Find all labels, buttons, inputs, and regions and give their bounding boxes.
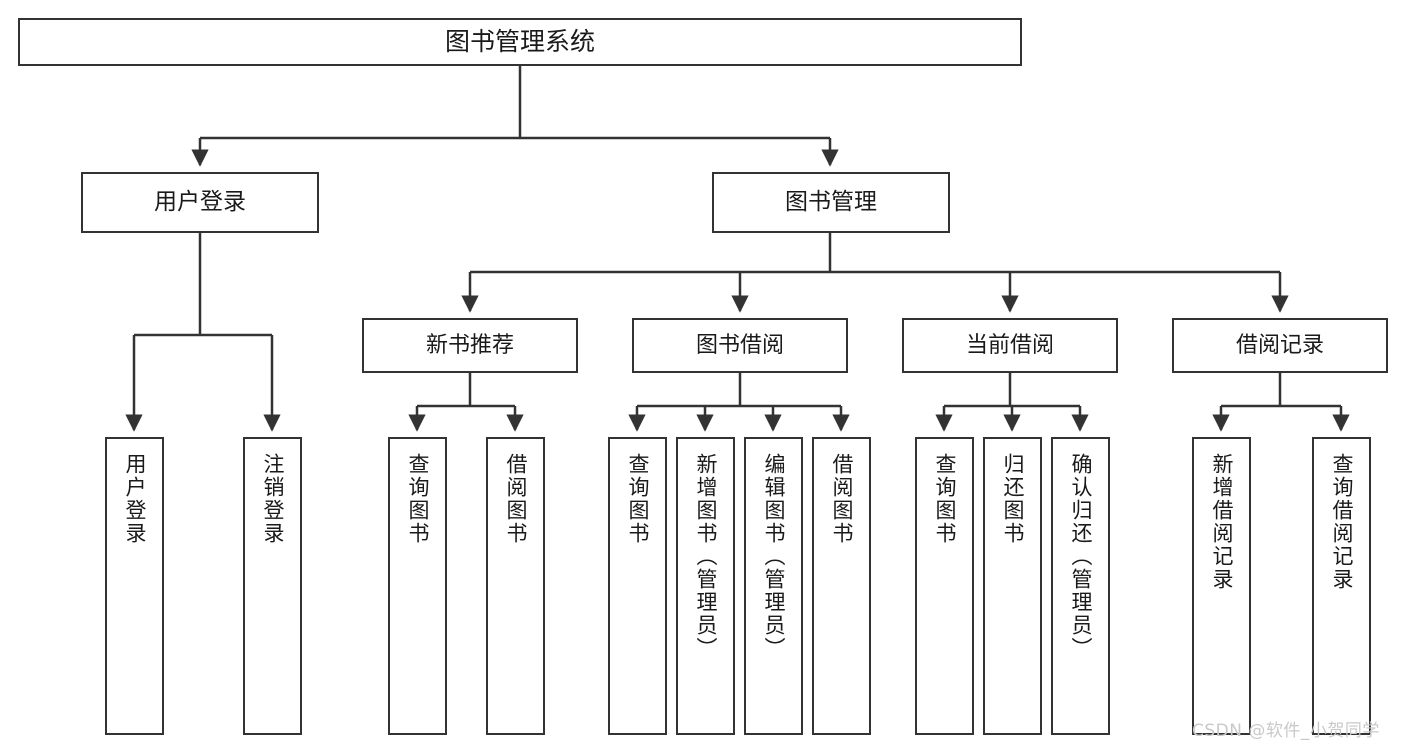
node-current-borrow[interactable]: 当前借阅 <box>902 318 1118 373</box>
leaf-borrow-book-label: 借阅图书 <box>830 453 854 545</box>
leaf-add-book-admin-label: 新增图书（管理员） <box>694 453 718 660</box>
leaf-user-login[interactable]: 用户登录 <box>105 437 164 735</box>
leaf-query-borrow-record-label: 查询借阅记录 <box>1330 453 1354 591</box>
leaf-add-borrow-record-label: 新增借阅记录 <box>1210 453 1234 591</box>
node-root-label: 图书管理系统 <box>444 27 595 57</box>
node-new-book-recommend[interactable]: 新书推荐 <box>362 318 578 373</box>
node-borrow-records[interactable]: 借阅记录 <box>1172 318 1388 373</box>
leaf-confirm-return-admin-label: 确认归还（管理员） <box>1069 453 1093 660</box>
node-book-management-label: 图书管理 <box>785 188 877 215</box>
leaf-query-book-borrow-label: 查询图书 <box>626 453 650 545</box>
leaf-query-book-current-label: 查询图书 <box>933 453 957 545</box>
leaf-query-book-newbook-label: 查询图书 <box>406 453 430 545</box>
leaf-query-borrow-record[interactable]: 查询借阅记录 <box>1312 437 1371 735</box>
leaf-edit-book-admin-label: 编辑图书（管理员） <box>762 453 786 660</box>
leaf-logout[interactable]: 注销登录 <box>243 437 302 735</box>
leaf-user-login-label: 用户登录 <box>123 453 147 545</box>
node-user-login-label: 用户登录 <box>154 188 246 215</box>
node-user-login[interactable]: 用户登录 <box>81 172 319 233</box>
leaf-return-book[interactable]: 归还图书 <box>983 437 1042 735</box>
leaf-add-book-admin[interactable]: 新增图书（管理员） <box>676 437 735 735</box>
leaf-edit-book-admin[interactable]: 编辑图书（管理员） <box>744 437 803 735</box>
node-current-borrow-label: 当前借阅 <box>965 332 1054 358</box>
leaf-logout-label: 注销登录 <box>261 453 285 545</box>
leaf-add-borrow-record[interactable]: 新增借阅记录 <box>1192 437 1251 735</box>
node-borrow-records-label: 借阅记录 <box>1235 332 1324 358</box>
node-book-borrow[interactable]: 图书借阅 <box>632 318 848 373</box>
csdn-watermark: CSDN @软件_小贺同学 <box>1192 721 1380 741</box>
node-book-management[interactable]: 图书管理 <box>712 172 950 233</box>
leaf-borrow-book[interactable]: 借阅图书 <box>812 437 871 735</box>
leaf-query-book-current[interactable]: 查询图书 <box>915 437 974 735</box>
leaf-query-book-borrow[interactable]: 查询图书 <box>608 437 667 735</box>
leaf-borrow-book-newbook[interactable]: 借阅图书 <box>486 437 545 735</box>
leaf-return-book-label: 归还图书 <box>1001 453 1025 545</box>
leaf-borrow-book-newbook-label: 借阅图书 <box>504 453 528 545</box>
leaf-confirm-return-admin[interactable]: 确认归还（管理员） <box>1051 437 1110 735</box>
node-root[interactable]: 图书管理系统 <box>18 18 1022 66</box>
leaf-query-book-newbook[interactable]: 查询图书 <box>388 437 447 735</box>
node-book-borrow-label: 图书借阅 <box>695 332 784 358</box>
node-new-book-recommend-label: 新书推荐 <box>425 332 514 358</box>
